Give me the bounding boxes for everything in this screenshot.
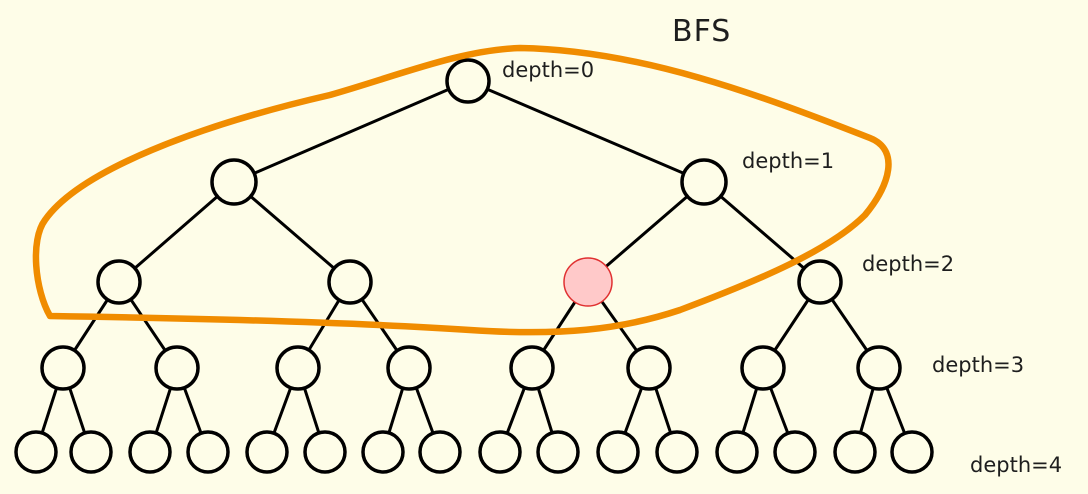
tree-edge <box>466 79 706 184</box>
tree-node <box>14 430 58 474</box>
tree-node <box>96 259 142 305</box>
tree-node <box>509 345 555 391</box>
tree-node <box>210 158 258 206</box>
tree-node <box>655 430 699 474</box>
tree-node <box>740 345 786 391</box>
tree-node <box>445 58 491 104</box>
tree-node <box>715 430 759 474</box>
tree-node <box>856 345 902 391</box>
depth-label-4: depth=4 <box>970 453 1062 477</box>
tree-node <box>327 259 373 305</box>
depth-label-3: depth=3 <box>932 353 1024 377</box>
tree-node <box>833 430 877 474</box>
depth-label-0: depth=0 <box>502 58 594 82</box>
diagram-title: BFS <box>672 14 731 49</box>
depth-label-2: depth=2 <box>862 252 954 276</box>
tree-node <box>890 430 934 474</box>
tree-node <box>596 430 640 474</box>
tree-node <box>154 345 200 391</box>
depth-label-1: depth=1 <box>742 149 834 173</box>
tree-nodes <box>14 58 934 474</box>
tree-node <box>361 430 405 474</box>
tree-node-highlighted <box>563 257 613 307</box>
tree-edge <box>117 180 236 284</box>
tree-node <box>680 158 728 206</box>
tree-node <box>303 430 347 474</box>
tree-node <box>275 345 321 391</box>
bfs-visited-boundary <box>32 44 892 336</box>
tree-edge <box>702 180 822 284</box>
tree-node <box>536 430 580 474</box>
tree-node <box>626 345 672 391</box>
tree-node <box>386 345 432 391</box>
tree-node <box>186 430 230 474</box>
tree-node <box>478 430 522 474</box>
tree-edge <box>232 79 470 184</box>
tree-node <box>40 345 86 391</box>
tree-node <box>773 430 817 474</box>
tree-node <box>797 259 843 305</box>
tree-node <box>418 430 462 474</box>
tree-node <box>69 430 113 474</box>
tree-edge <box>232 180 352 284</box>
tree-node <box>245 430 289 474</box>
tree-node <box>128 430 172 474</box>
tree-edge <box>586 180 706 284</box>
